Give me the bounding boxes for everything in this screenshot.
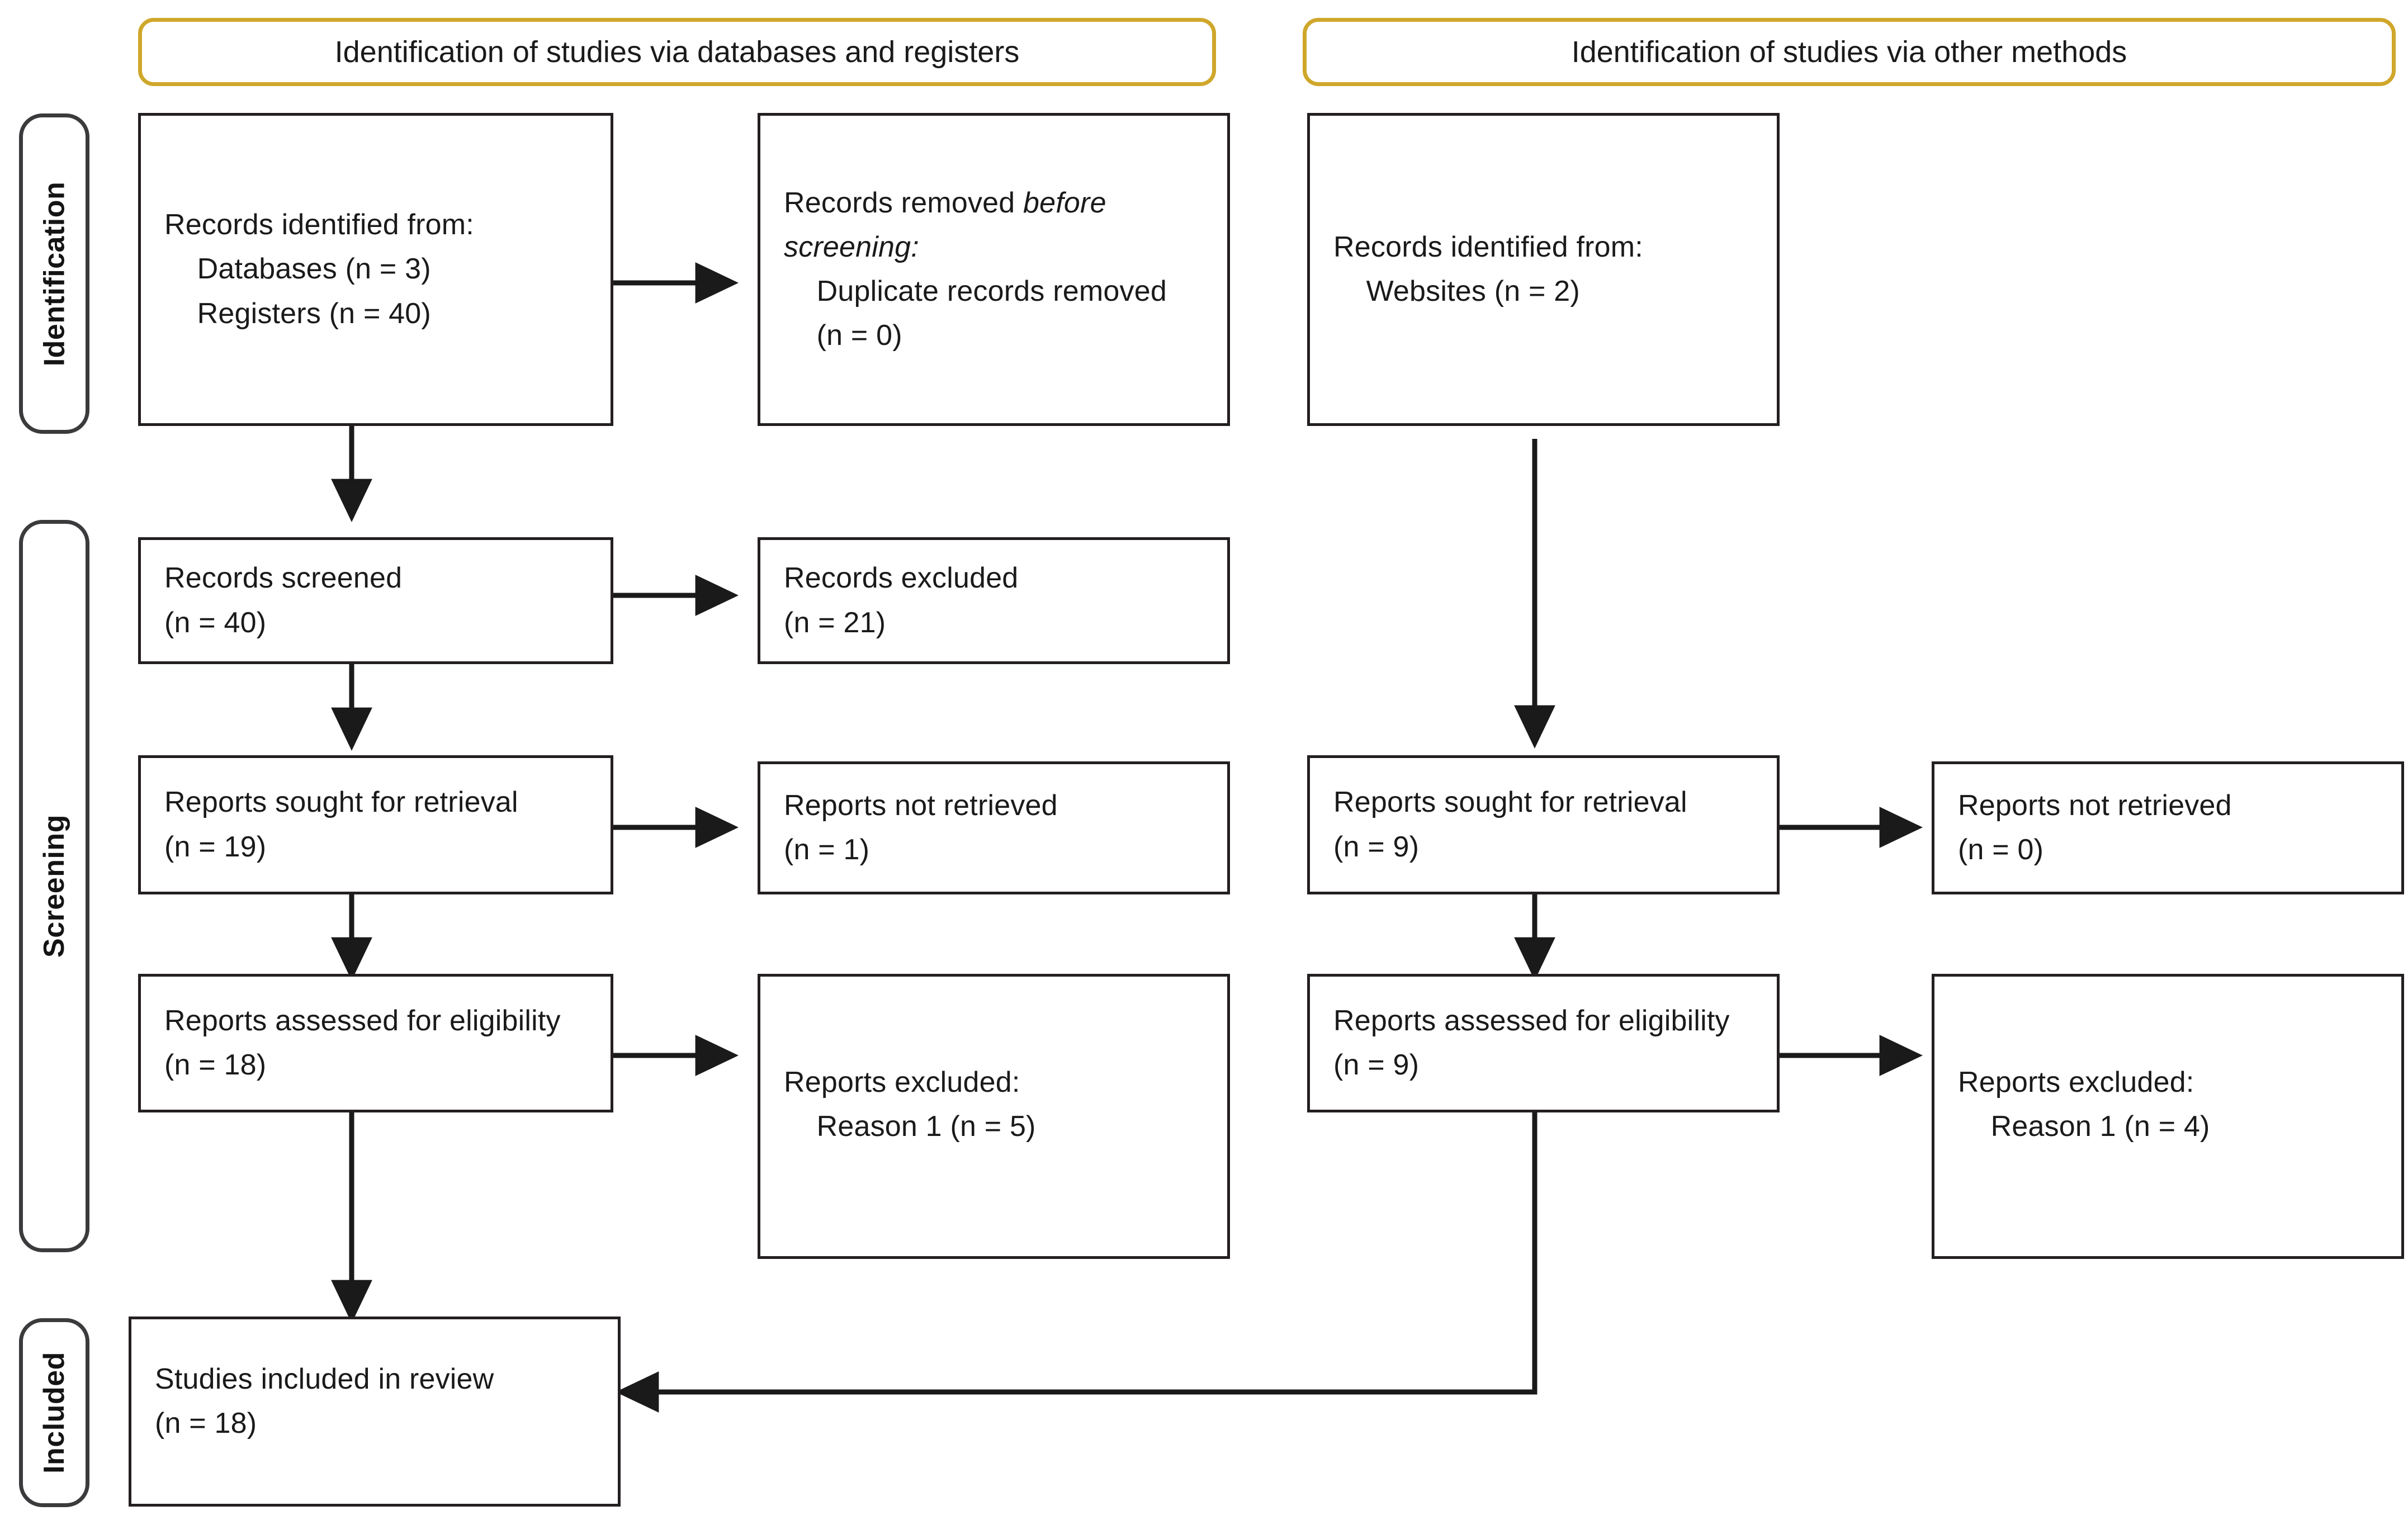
node-reports-not-retrieved: Reports not retrieved (n = 1) (758, 761, 1230, 894)
other-reports-not-retrieved-line2: (n = 0) (1958, 834, 2044, 866)
column-header-databases: Identification of studies via databases … (138, 18, 1216, 86)
other-reports-sought-line1: Reports sought for retrieval (1333, 786, 1687, 819)
node-other-reports-not-retrieved: Reports not retrieved (n = 0) (1932, 761, 2404, 894)
reports-assessed-line2: (n = 18) (164, 1049, 267, 1081)
other-records-identified-line2: Websites (n = 2) (1333, 275, 1580, 307)
node-other-reports-assessed-text: Reports assessed for eligibility (n = 9) (1310, 999, 1753, 1087)
other-reports-excluded-line1: Reports excluded: (1958, 1066, 2194, 1098)
node-records-excluded-text: Records excluded (n = 21) (760, 556, 1042, 645)
node-other-records-identified-text: Records identified from: Websites (n = 2… (1310, 225, 1667, 314)
node-reports-not-retrieved-text: Reports not retrieved (n = 1) (760, 784, 1081, 872)
node-other-reports-sought: Reports sought for retrieval (n = 9) (1307, 755, 1780, 894)
stage-tab-screening-label: Screening (38, 815, 71, 958)
reports-excluded-line1: Reports excluded: (784, 1066, 1020, 1098)
node-other-reports-excluded-text: Reports excluded: Reason 1 (n = 4) (1934, 1060, 2234, 1149)
column-header-databases-label: Identification of studies via databases … (334, 35, 1020, 69)
node-records-removed: Records removed before screening: Duplica… (758, 113, 1230, 426)
node-records-removed-text: Records removed before screening: Duplica… (760, 181, 1190, 358)
node-reports-excluded-text: Reports excluded: Reason 1 (n = 5) (760, 1060, 1059, 1149)
stage-tab-screening: Screening (19, 520, 89, 1252)
reports-sought-line2: (n = 19) (164, 830, 267, 863)
records-identified-line3: Registers (n = 40) (164, 297, 431, 330)
node-records-identified-text: Records identified from: Databases (n = … (141, 203, 498, 335)
node-records-screened-text: Records screened (n = 40) (141, 556, 425, 645)
records-excluded-line2: (n = 21) (784, 606, 886, 639)
studies-included-line2: (n = 18) (155, 1407, 257, 1440)
other-reports-not-retrieved-line1: Reports not retrieved (1958, 789, 2232, 822)
node-other-reports-assessed: Reports assessed for eligibility (n = 9) (1307, 974, 1780, 1112)
node-reports-sought: Reports sought for retrieval (n = 19) (138, 755, 613, 894)
reports-sought-line1: Reports sought for retrieval (164, 786, 518, 819)
other-reports-sought-line2: (n = 9) (1333, 830, 1420, 863)
other-reports-assessed-line1: Reports assessed for eligibility (1333, 1004, 1730, 1037)
studies-included-line1: Studies included in review (155, 1363, 494, 1395)
records-removed-line3: Duplicate records removed (784, 275, 1167, 307)
node-reports-assessed: Reports assessed for eligibility (n = 18) (138, 974, 613, 1112)
other-reports-excluded-line2: Reason 1 (n = 4) (1958, 1110, 2210, 1143)
node-records-identified: Records identified from: Databases (n = … (138, 113, 613, 426)
records-identified-line2: Databases (n = 3) (164, 253, 431, 286)
records-removed-line1a: Records removed (784, 186, 1024, 219)
records-removed-line4: (n = 0) (784, 319, 902, 352)
stage-tab-identification-label: Identification (38, 181, 70, 366)
arrow-other-assessed-to-included (615, 1112, 1537, 1413)
reports-not-retrieved-line2: (n = 1) (784, 834, 870, 866)
records-excluded-line1: Records excluded (784, 562, 1019, 595)
records-screened-line2: (n = 40) (164, 606, 267, 639)
node-reports-assessed-text: Reports assessed for eligibility (n = 18) (141, 999, 584, 1087)
node-other-reports-sought-text: Reports sought for retrieval (n = 9) (1310, 780, 1711, 869)
other-reports-assessed-line2: (n = 9) (1333, 1049, 1420, 1081)
records-removed-line2b: screening: (784, 230, 919, 263)
node-other-records-identified: Records identified from: Websites (n = 2… (1307, 113, 1780, 426)
column-header-other-methods-label: Identification of studies via other meth… (1571, 35, 2127, 69)
stage-tab-identification: Identification (19, 113, 89, 434)
column-header-other-methods: Identification of studies via other meth… (1303, 18, 2396, 86)
reports-not-retrieved-line1: Reports not retrieved (784, 789, 1058, 822)
node-other-reports-not-retrieved-text: Reports not retrieved (n = 0) (1934, 784, 2255, 872)
stage-tab-included: Included (19, 1318, 89, 1507)
node-studies-included: Studies included in review (n = 18) (129, 1317, 621, 1507)
node-records-excluded: Records excluded (n = 21) (758, 537, 1230, 664)
node-reports-sought-text: Reports sought for retrieval (n = 19) (141, 780, 542, 869)
reports-assessed-line1: Reports assessed for eligibility (164, 1004, 561, 1037)
records-screened-line1: Records screened (164, 562, 403, 595)
reports-excluded-line2: Reason 1 (n = 5) (784, 1110, 1036, 1143)
other-records-identified-line1: Records identified from: (1333, 230, 1643, 263)
records-removed-line1b: before (1023, 186, 1106, 219)
node-records-screened: Records screened (n = 40) (138, 537, 613, 664)
node-studies-included-text: Studies included in review (n = 18) (131, 1357, 517, 1446)
records-identified-line1: Records identified from: (164, 209, 474, 242)
stage-tab-included-label: Included (38, 1352, 71, 1474)
node-reports-excluded: Reports excluded: Reason 1 (n = 5) (758, 974, 1230, 1259)
node-other-reports-excluded: Reports excluded: Reason 1 (n = 4) (1932, 974, 2404, 1259)
